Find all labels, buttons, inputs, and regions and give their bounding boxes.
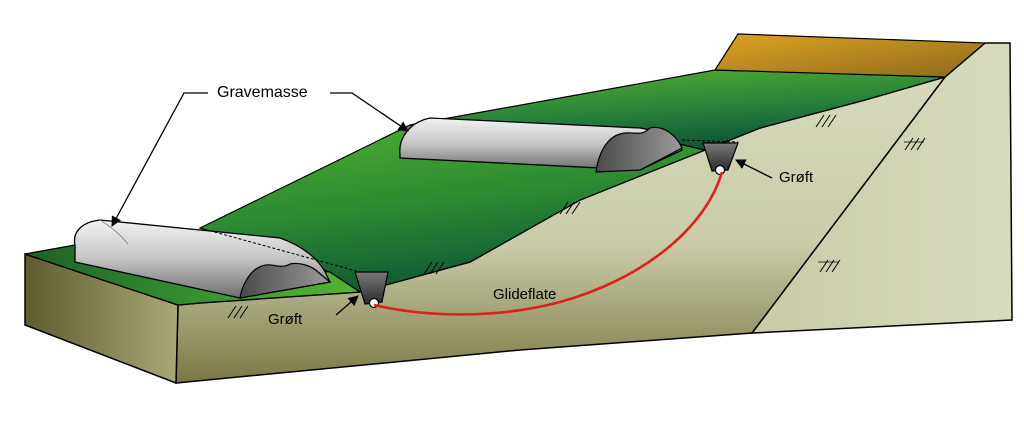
left-spoil-pile	[73, 219, 332, 299]
left-ditch-line	[199, 227, 361, 273]
right-ditch-line	[681, 139, 739, 143]
top-soil-cap	[713, 33, 987, 78]
right-ditch	[702, 142, 739, 176]
upper-spoil-pile	[399, 117, 683, 173]
slip-surface-curve	[373, 171, 724, 316]
gravemasse-leader-left	[111, 92, 208, 227]
groft-right-arrow	[735, 159, 773, 179]
gravemasse-label: Gravemasse	[214, 85, 311, 101]
soil-hatch-marks	[227, 114, 926, 319]
groft-right-label: Grøft	[779, 169, 814, 186]
groft-left-arrow	[335, 295, 359, 316]
groft-left-label: Grøft	[268, 311, 303, 328]
glideflate-label: Glideflate	[493, 286, 557, 303]
gravemasse-leader-right	[330, 92, 409, 132]
